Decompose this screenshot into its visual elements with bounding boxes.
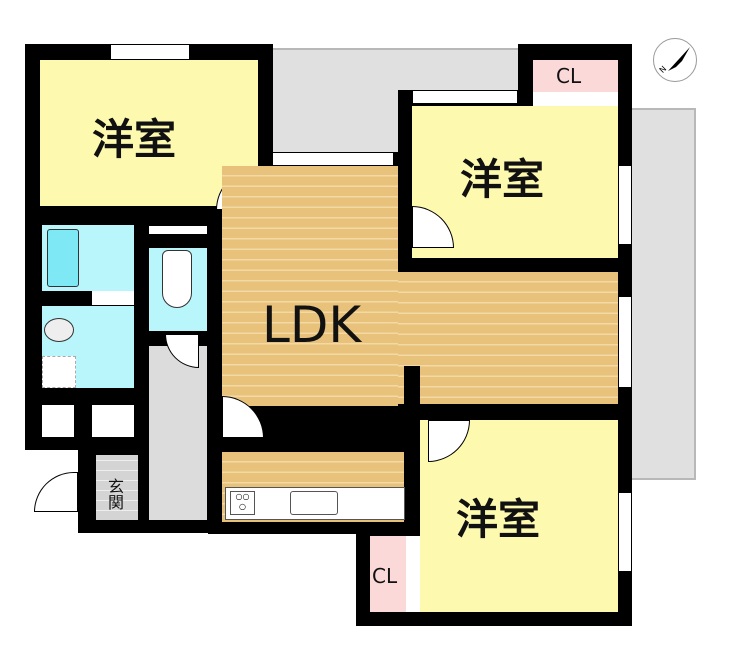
western-room-2-label: 洋室	[460, 155, 545, 204]
window	[110, 44, 190, 60]
window	[618, 296, 632, 388]
balcony-right	[626, 108, 696, 480]
window	[412, 90, 518, 104]
washer-space	[42, 356, 76, 388]
wall	[208, 438, 280, 452]
closet-2-label: CL	[372, 564, 398, 588]
stove-icon: ○○○	[230, 491, 255, 515]
toilet-icon	[162, 250, 192, 308]
storage-2	[92, 405, 134, 437]
storage-1	[42, 405, 74, 437]
window	[272, 152, 394, 166]
entrance-label: 玄関	[105, 478, 124, 510]
entrance	[96, 455, 138, 520]
closet-door[interactable]	[533, 92, 618, 106]
ldk-floor	[222, 166, 398, 406]
sink-icon	[290, 491, 338, 515]
compass: N	[653, 38, 697, 82]
washbasin-icon	[44, 318, 74, 342]
bathtub-icon	[47, 229, 79, 287]
closet-1	[533, 60, 618, 92]
wall	[404, 366, 420, 406]
window	[618, 165, 632, 245]
entrance-door[interactable]	[34, 472, 78, 512]
hallway	[149, 346, 207, 520]
western-room-3-label: 洋室	[456, 495, 541, 544]
ldk-label: LDK	[262, 296, 362, 354]
western-room-1	[40, 60, 258, 206]
closet-door[interactable]	[406, 536, 420, 612]
western-room-1-label: 洋室	[92, 115, 177, 164]
window	[618, 492, 632, 572]
closet-1-label: CL	[556, 64, 582, 88]
ldk-floor	[398, 272, 618, 404]
compass-arrow-icon	[668, 47, 690, 71]
closet-2	[370, 536, 406, 612]
shelf	[149, 226, 207, 234]
bathroom-door[interactable]	[92, 291, 134, 305]
